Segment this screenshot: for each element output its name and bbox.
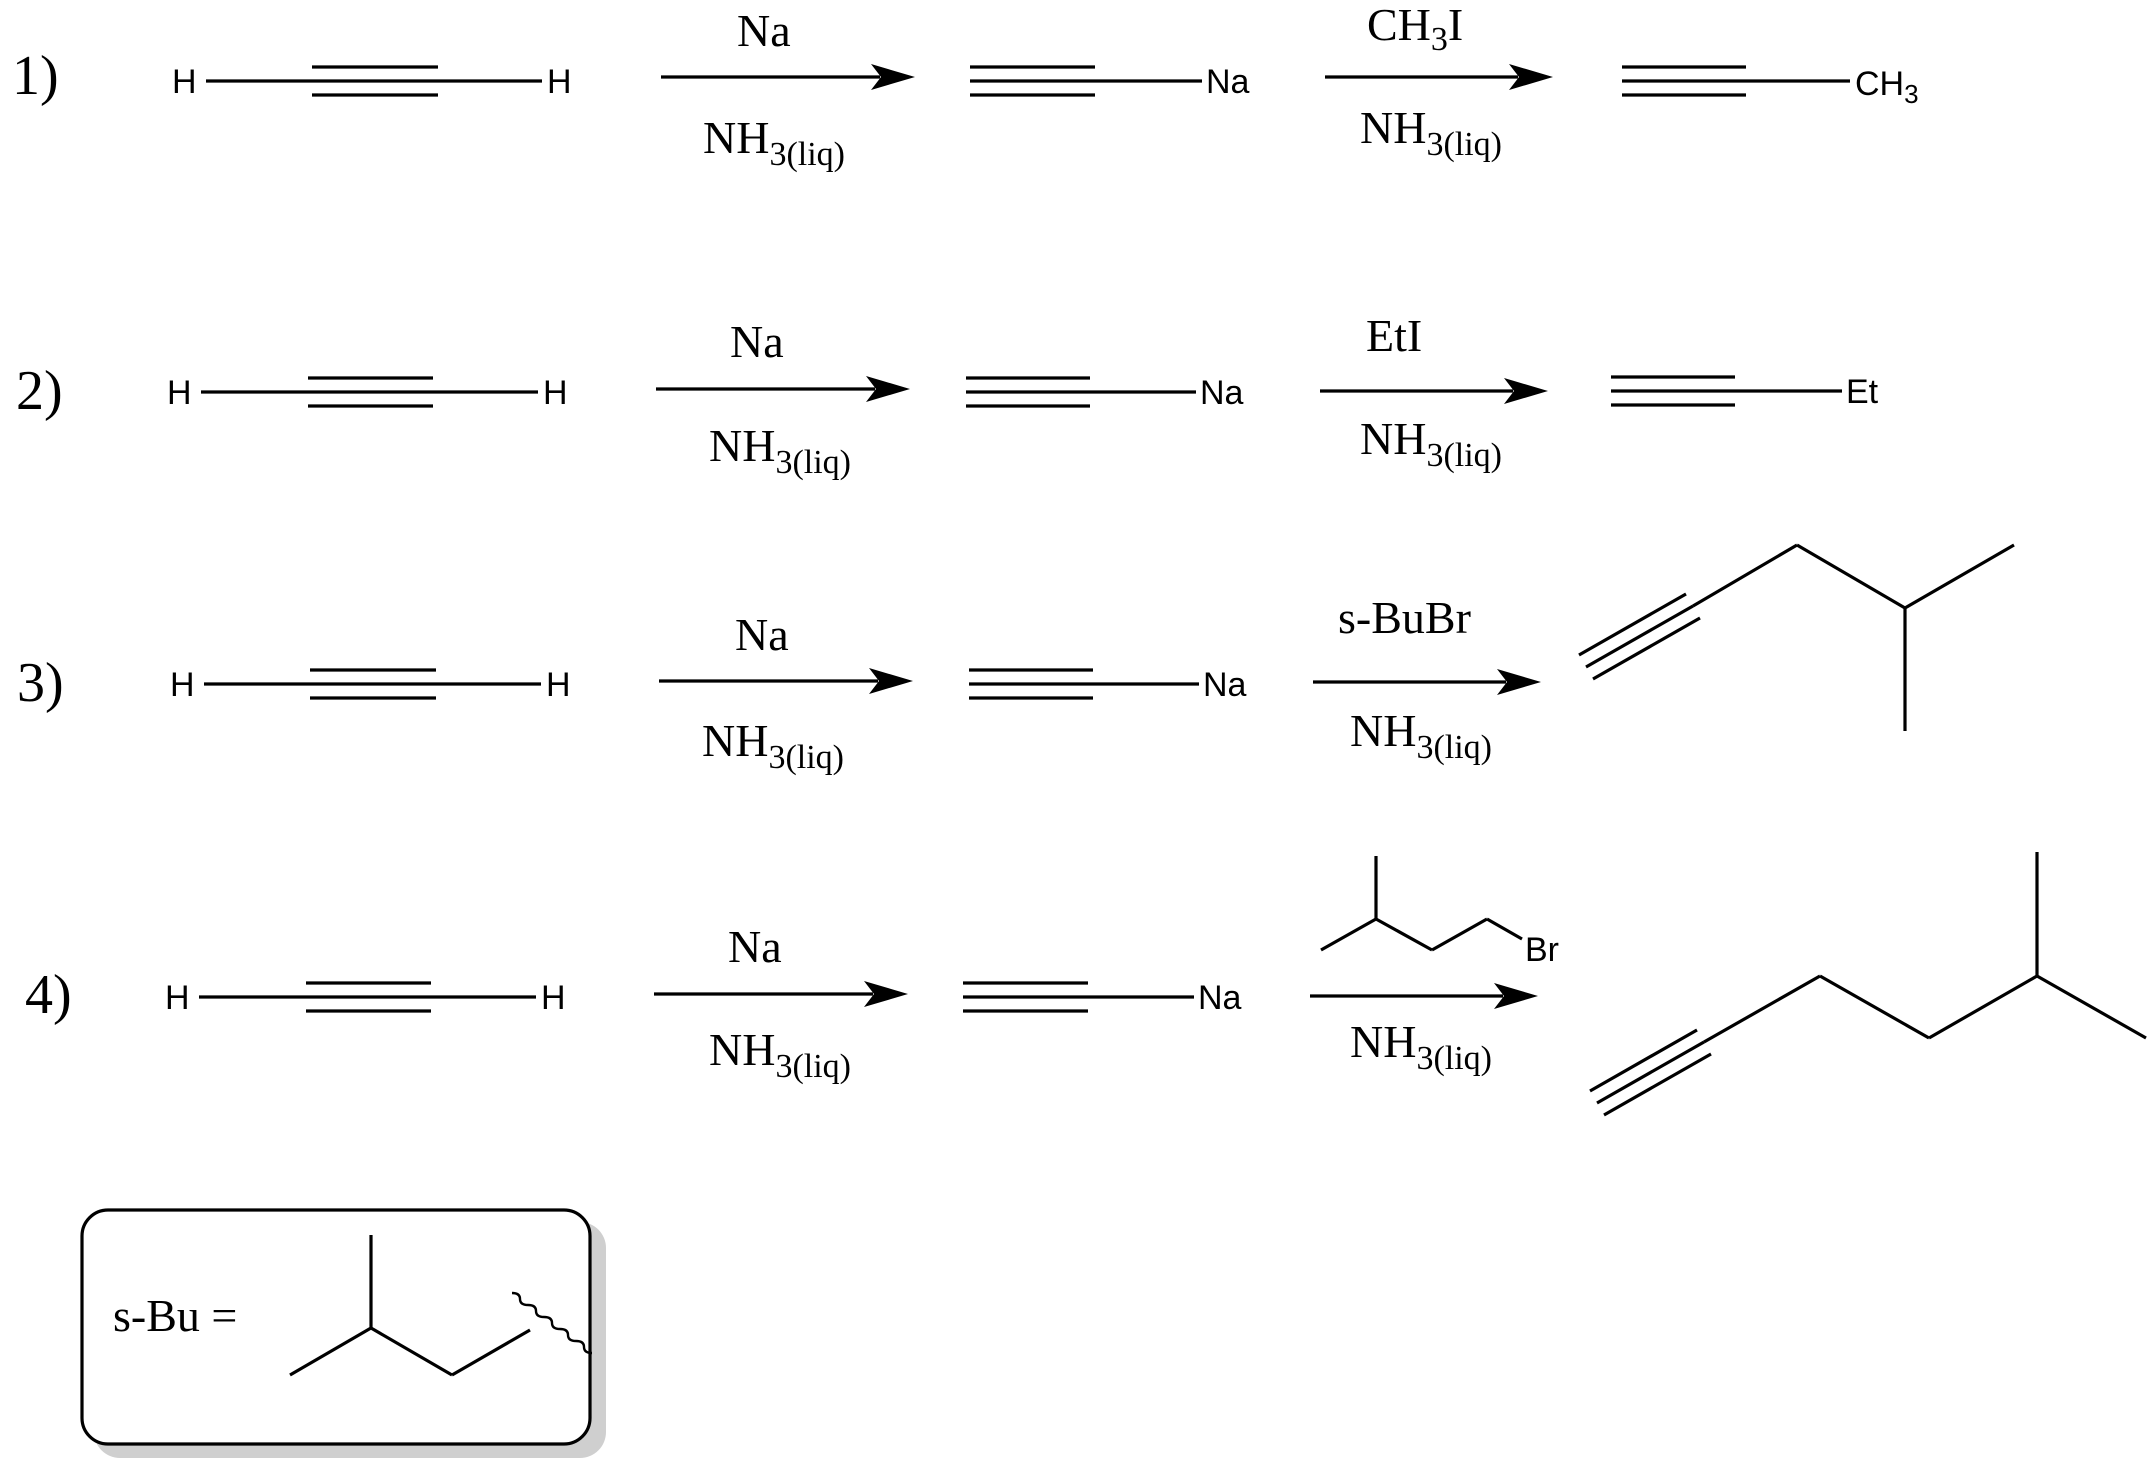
reaction-number: 3): [17, 652, 64, 714]
propyne-product: CH3: [1622, 65, 1919, 109]
sodium-atom-label: Na: [1203, 666, 1247, 704]
step-2-arrow: EtI NH3(liq): [1320, 310, 1548, 474]
sodium-atom-label: Na: [1206, 63, 1250, 101]
methyl-group-label: CH3: [1855, 65, 1919, 109]
solvent-label: NH3(liq): [1350, 705, 1492, 766]
reagent-sodium-label: Na: [728, 921, 782, 972]
butyne-product: Et: [1611, 373, 1879, 411]
sodium-acetylide: Na: [970, 63, 1250, 101]
step-1-arrow: Na NH3(liq): [654, 921, 908, 1085]
step-1-arrow: Na NH3(liq): [659, 609, 913, 776]
step-1-arrow: Na NH3(liq): [656, 316, 910, 481]
acetylene-start: H H: [172, 63, 572, 101]
solvent-label: NH3(liq): [703, 112, 845, 173]
reagent-s-butyl-bromide-label: s-BuBr: [1338, 592, 1471, 643]
methylheptyne-product-structure: [1589, 852, 2147, 1117]
reagent-methyl-iodide-label: CH3I: [1367, 0, 1463, 58]
reaction-number: 1): [12, 45, 59, 107]
hydrogen-left-label: H: [172, 63, 197, 101]
reaction-3: 3) H H Na NH3(liq) Na s-BuBr: [17, 543, 2015, 776]
reagent-sodium-label: Na: [735, 609, 789, 660]
solvent-label: NH3(liq): [1360, 102, 1502, 163]
solvent-label: NH3(liq): [709, 1024, 851, 1085]
sodium-acetylide: Na: [966, 374, 1244, 412]
hydrogen-right-label: H: [547, 63, 572, 101]
methylhexyne-product-structure: [1578, 543, 2015, 731]
solvent-label: NH3(liq): [1350, 1016, 1492, 1077]
step-2-arrow: Br NH3(liq): [1310, 856, 1559, 1077]
sodium-atom-label: Na: [1198, 979, 1242, 1017]
hydrogen-left-label: H: [165, 979, 190, 1017]
reaction-number: 2): [16, 360, 63, 422]
solvent-label: NH3(liq): [709, 420, 851, 481]
step-1-arrow: Na NH3(liq): [661, 5, 915, 173]
legend-label: s-Bu =: [113, 1290, 237, 1341]
hydrogen-right-label: H: [541, 979, 566, 1017]
reagent-ethyl-iodide-label: EtI: [1366, 310, 1422, 361]
reagent-sodium-label: Na: [737, 5, 791, 56]
sodium-atom-label: Na: [1200, 374, 1244, 412]
hydrogen-right-label: H: [546, 666, 571, 704]
bromine-atom-label: Br: [1525, 931, 1559, 969]
s-bu-legend: s-Bu =: [80, 1208, 606, 1458]
sodium-acetylide: Na: [963, 979, 1242, 1017]
solvent-label: NH3(liq): [702, 715, 844, 776]
s-butyl-structure: [289, 1235, 593, 1377]
acetylene-start: H H: [167, 374, 568, 412]
reaction-2: 2) H H Na NH3(liq) Na EtI NH: [16, 310, 1879, 481]
sodium-acetylide: Na: [969, 666, 1247, 704]
reagent-sodium-label: Na: [730, 316, 784, 367]
reaction-4: 4) H H Na NH3(liq) Na: [25, 852, 2147, 1117]
reaction-1: 1) H H Na NH3(liq) Na CH3I N: [12, 0, 1919, 173]
hydrogen-left-label: H: [170, 666, 195, 704]
wavy-bond-attachment-icon: [511, 1291, 593, 1355]
hydrogen-right-label: H: [543, 374, 568, 412]
step-2-arrow: s-BuBr NH3(liq): [1313, 592, 1541, 766]
hydrogen-left-label: H: [167, 374, 192, 412]
ethyl-group-label: Et: [1846, 373, 1879, 411]
solvent-label: NH3(liq): [1360, 413, 1502, 474]
acetylene-start: H H: [165, 979, 566, 1017]
step-2-arrow: CH3I NH3(liq): [1325, 0, 1553, 163]
acetylene-start: H H: [170, 666, 571, 704]
reaction-number: 4): [25, 964, 72, 1026]
isoamyl-bromide-reagent-structure: Br: [1320, 856, 1559, 969]
